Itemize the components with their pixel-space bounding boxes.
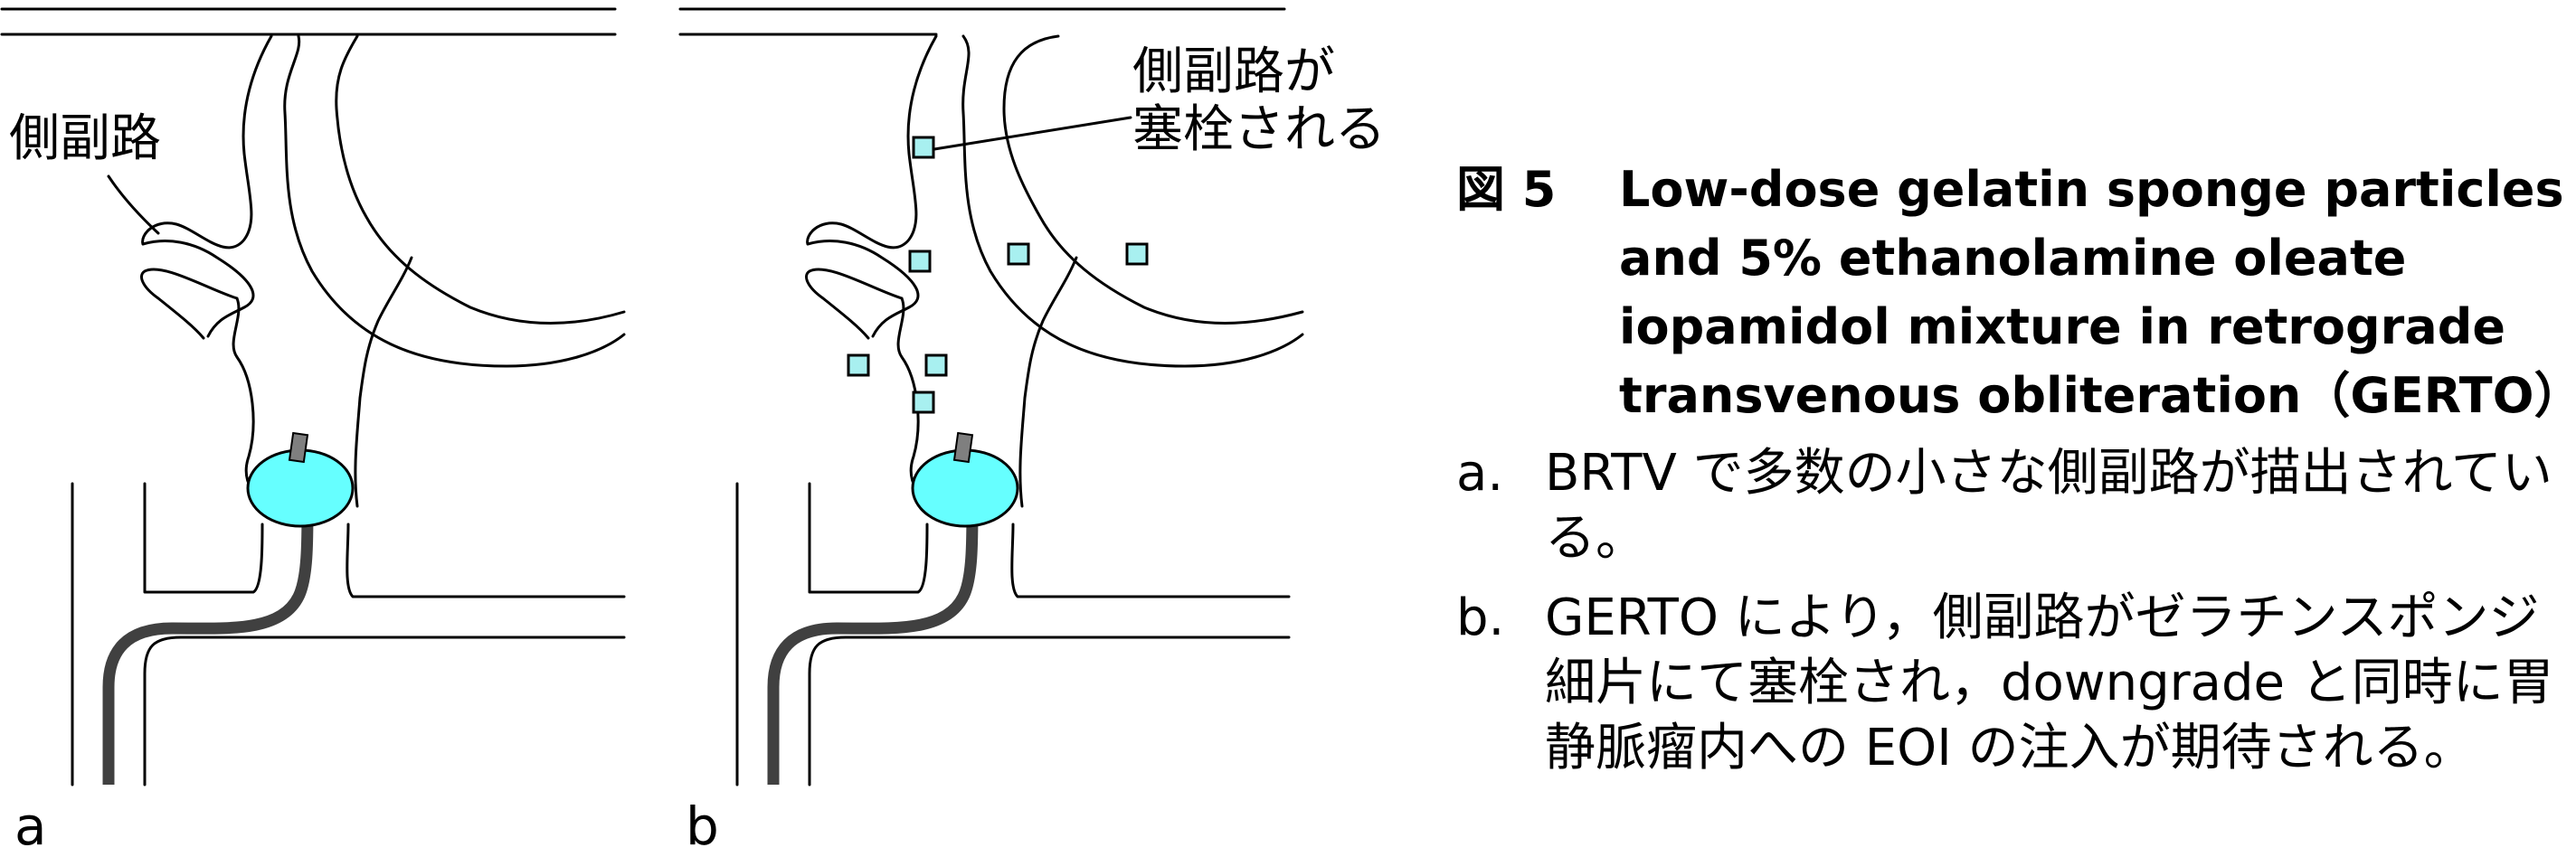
vessel-wall [1018,256,1078,508]
caption-title: 図 5 Low-dose gelatin sponge particles an… [1456,155,2576,430]
particle [912,136,935,159]
panel-a [0,7,626,786]
catheter [767,505,979,785]
caption-item-marker: a. [1456,444,1504,503]
vessel-wall [143,482,264,594]
caption-item-a: a. BRTV で多数の小さな側副路が描出されている。 [1456,441,2569,571]
vessel-wall [143,636,626,786]
particle [1007,242,1030,266]
particle [847,353,870,377]
particle [908,250,932,273]
diagram-figure: 側副路 a 側副路が 塞栓される b [0,7,1386,857]
vessel-wall [283,34,626,368]
particle [924,353,948,377]
vessel-wall [1002,34,1304,325]
callout-leader [107,174,160,235]
collateral-branch [140,268,239,340]
panel-label-a: a [14,796,47,857]
collateral-branch [141,240,255,338]
collateral-branch [806,240,920,338]
caption-item-marker: b. [1456,589,1505,647]
collateral-branch [805,268,904,340]
vessel-wall [808,636,1291,786]
caption-item-b: b. GERTO により，側副路がゼラチンスポンジ細片にて塞栓され，downgr… [1456,586,2569,781]
callout-leader [933,116,1132,151]
vessel-wall [141,34,273,250]
vessel-wall [232,297,260,499]
caption-item-text: BRTV で多数の小さな側副路が描出されている。 [1545,444,2552,568]
catheter-tip [952,431,974,464]
caption-item-text: GERTO により，側副路がゼラチンスポンジ細片にて塞栓され，downgrade… [1545,589,2554,777]
catheter [102,505,314,785]
embolized-collateral-label-line1: 側副路が [1132,42,1335,101]
collateral-label: 側副路 [9,109,161,168]
gelatin-sponge-particles [847,136,1149,414]
catheter-tip [288,431,309,464]
vessel-wall [961,34,1304,368]
vessel-wall [1010,523,1291,598]
panel-label-b: b [686,796,719,857]
vessel-wall [806,34,938,250]
vessel-wall [335,34,626,325]
figure-number: 図 5 [1456,161,1557,218]
figure-title: Low-dose gelatin sponge particles and 5%… [1619,161,2576,424]
vessel-wall [354,256,413,508]
particle [912,391,935,414]
particle [1125,242,1149,266]
vessel-wall [808,482,929,594]
embolized-collateral-label-line2: 塞栓される [1132,100,1386,159]
vessel-wall [346,523,626,598]
